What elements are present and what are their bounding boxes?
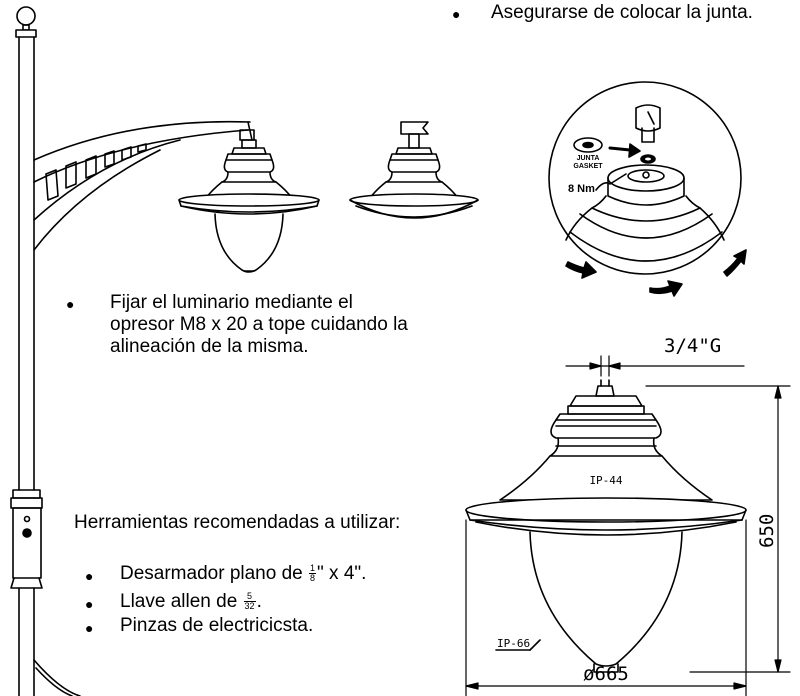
- lamp-arm: [33, 120, 255, 251]
- bullet-icon: ●: [85, 568, 94, 584]
- bullet-icon: ●: [66, 296, 75, 312]
- diameter-dimension: ø665: [583, 663, 629, 685]
- tool-item-2-prefix: Llave allen de: [120, 591, 243, 612]
- gasket-label-2: GASKET: [573, 163, 603, 170]
- dimension-lines: [465, 355, 791, 696]
- luminaire-elevation: [465, 379, 747, 673]
- fix-note: Fijar el luminario mediante el opresor M…: [110, 292, 408, 357]
- luminaire-standalone: [349, 121, 479, 219]
- tool-item-2-suffix: .: [256, 591, 262, 612]
- tools-title: Herramientas recomendadas a utilizar:: [74, 512, 401, 533]
- bullet-icon: ●: [85, 620, 94, 636]
- tool-item-pliers: Pinzas de electricicsta.: [120, 615, 314, 636]
- bullet-icon: ●: [452, 6, 461, 22]
- gasket-label-1: JUNTA: [577, 155, 600, 162]
- gasket-detail: [548, 81, 742, 275]
- lamp-pole: [10, 6, 81, 696]
- thread-dimension: 3/4"G: [664, 335, 721, 357]
- rotation-arrow-icon: [565, 249, 747, 297]
- top-note: Asegurarse de colocar la junta.: [491, 2, 753, 23]
- luminaire-hanging: [178, 139, 320, 273]
- ip-upper-label: IP-44: [589, 474, 622, 487]
- gasket-label-2-text: GASKET: [573, 163, 603, 170]
- tool-item-1-prefix: Desarmador plano de: [120, 563, 308, 584]
- ip-lower-label: IP-66: [497, 637, 530, 650]
- bullet-icon: ●: [85, 596, 94, 612]
- tool-item-1-suffix: " x 4".: [317, 563, 367, 584]
- torque-label: 8 Nm: [568, 183, 595, 195]
- height-dimension: 650: [756, 514, 778, 548]
- gasket-label: JUNTA: [577, 155, 600, 162]
